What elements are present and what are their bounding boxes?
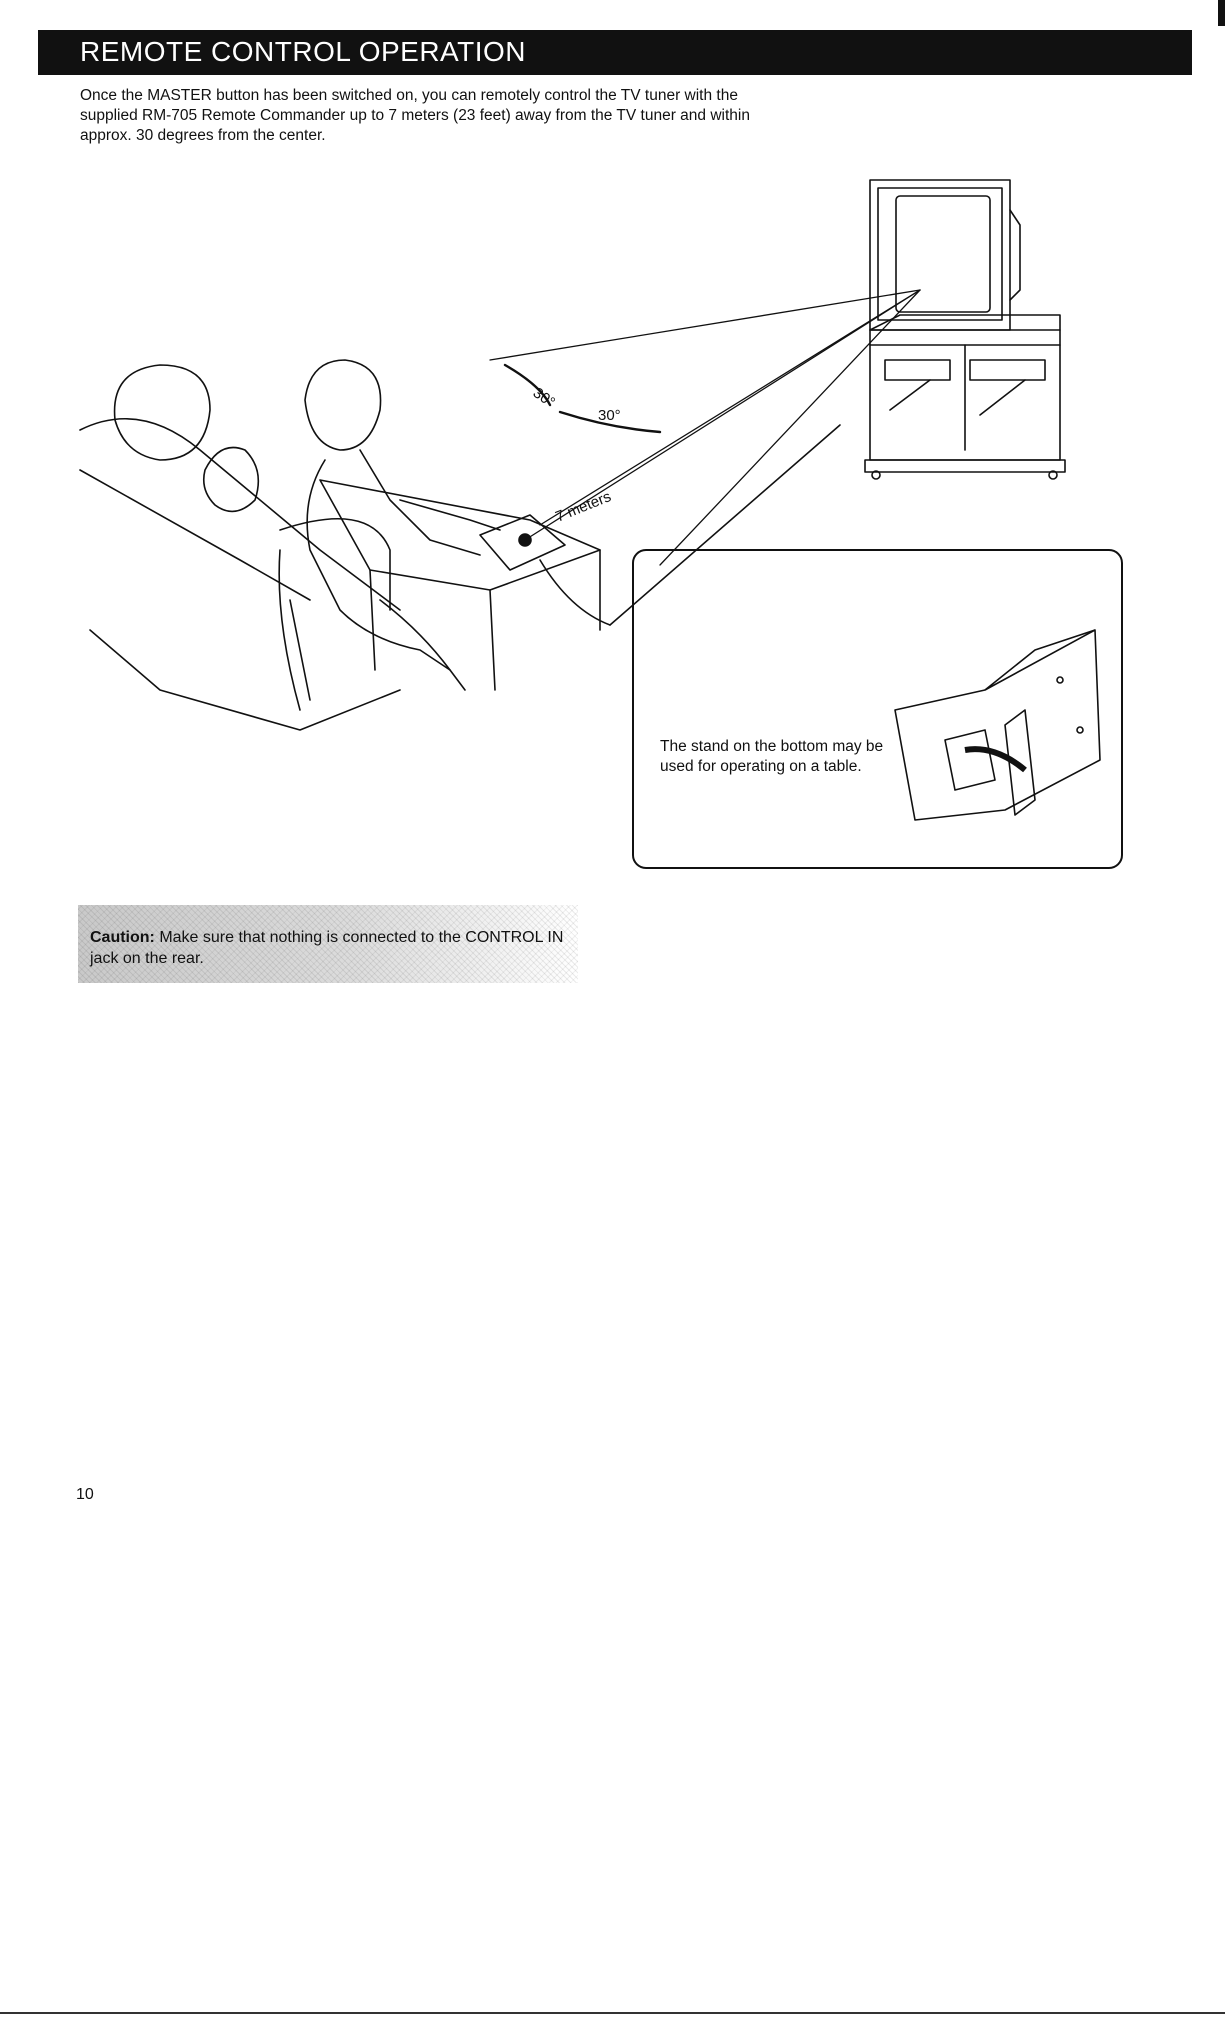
page-edge-mark (1218, 0, 1225, 26)
coffee-table (319, 479, 601, 691)
remote-stand-drawing (894, 629, 1101, 821)
people-on-sofa (113, 359, 501, 691)
inset-leader-line (539, 559, 611, 626)
remote-commander (479, 514, 566, 571)
caution-note: Caution: Make sure that nothing is conne… (78, 905, 578, 983)
caution-label: Caution: (90, 929, 155, 946)
remote-operation-illustration: 30° 30° 7 meters (79, 179, 1066, 731)
section-title: REMOTE CONTROL OPERATION (80, 36, 527, 67)
intro-paragraph: Once the MASTER button has been switched… (80, 87, 750, 144)
page-number: 10 (76, 1486, 94, 1503)
page-bottom-rule (0, 2012, 1225, 2014)
section-header-bar: REMOTE CONTROL OPERATION (38, 30, 1192, 75)
stand-inset-box (632, 549, 1123, 869)
distance-label: 7 meters (553, 488, 613, 526)
angle-label-left: 30° (530, 384, 558, 411)
inset-pointer-line (609, 424, 841, 626)
stand-inset-text: The stand on the bottom may be used for … (660, 738, 884, 775)
angle-label-right: 30° (598, 407, 621, 424)
sofa (79, 418, 401, 731)
caution-text: Make sure that nothing is connected to t… (90, 929, 564, 967)
angle-arcs (503, 363, 662, 434)
infrared-beam (489, 289, 921, 566)
tv-set (864, 179, 1066, 480)
